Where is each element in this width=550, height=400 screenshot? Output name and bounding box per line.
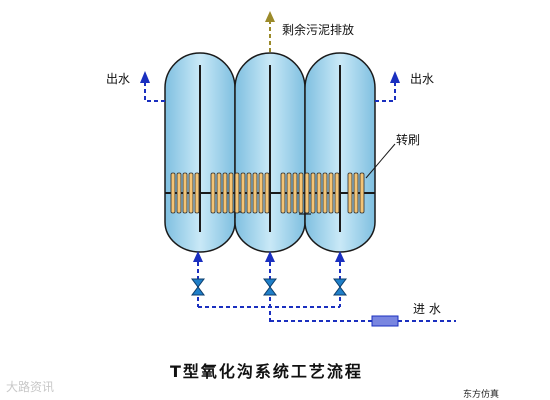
valve-icon[interactable] [191, 278, 205, 296]
brush-bristle [280, 172, 286, 214]
brush-bristle [246, 172, 252, 214]
brush-bristle [170, 172, 176, 214]
brush-bristle [216, 172, 222, 214]
tank-left [164, 52, 236, 253]
tank-right [304, 52, 376, 253]
brush-bristle [353, 172, 359, 214]
brush-bristle [182, 172, 188, 214]
brush-bristle [347, 172, 353, 214]
outlet-left-pipe [140, 71, 165, 102]
outlet-right-pipe [375, 71, 400, 102]
brush-label: 转刷 [396, 133, 421, 147]
brush-bristle [188, 172, 194, 214]
diagram-title: T型氧化沟系统工艺流程 [170, 362, 363, 381]
outlet-left-label: 出水 [106, 72, 131, 86]
flow-meter-icon [371, 315, 399, 327]
valve-icon[interactable] [333, 278, 347, 296]
brush-bristle [298, 172, 304, 214]
copyright-text: 东方仿真COPYRIGHT [463, 390, 500, 400]
brush-bristle [359, 172, 365, 214]
brush-bristle [310, 172, 316, 214]
watermark-text: 大路资讯 [6, 380, 55, 394]
brush-bristle [210, 172, 216, 214]
brush-bristle [240, 172, 246, 214]
brush-bristle [322, 172, 328, 214]
inlet-label: 进 水 [413, 302, 441, 316]
brush-bristle [304, 172, 310, 214]
flow-arrow-icon [193, 251, 345, 262]
brush-bristle [176, 172, 182, 214]
brush-bristle [258, 172, 264, 214]
brush-bristle [222, 172, 228, 214]
brush-bristle [194, 172, 200, 214]
rotating-brushes [170, 172, 365, 214]
brush-bristle [334, 172, 340, 214]
brush-bristle [252, 172, 258, 214]
sludge-discharge-arrow [265, 11, 275, 52]
brush-bristle [234, 172, 240, 214]
brush-leader [365, 143, 396, 179]
brush-bristle [264, 172, 270, 214]
brush-bristle [292, 172, 298, 214]
brush-bristle [228, 172, 234, 214]
brush-bristle [328, 172, 334, 214]
sludge-discharge-label: 剩余污泥排放 [282, 23, 355, 37]
brush-bristle [316, 172, 322, 214]
outlet-right-label: 出水 [410, 72, 435, 86]
tank-middle [234, 52, 306, 253]
brush-bristle [286, 172, 292, 214]
valve-icon[interactable] [263, 278, 277, 296]
